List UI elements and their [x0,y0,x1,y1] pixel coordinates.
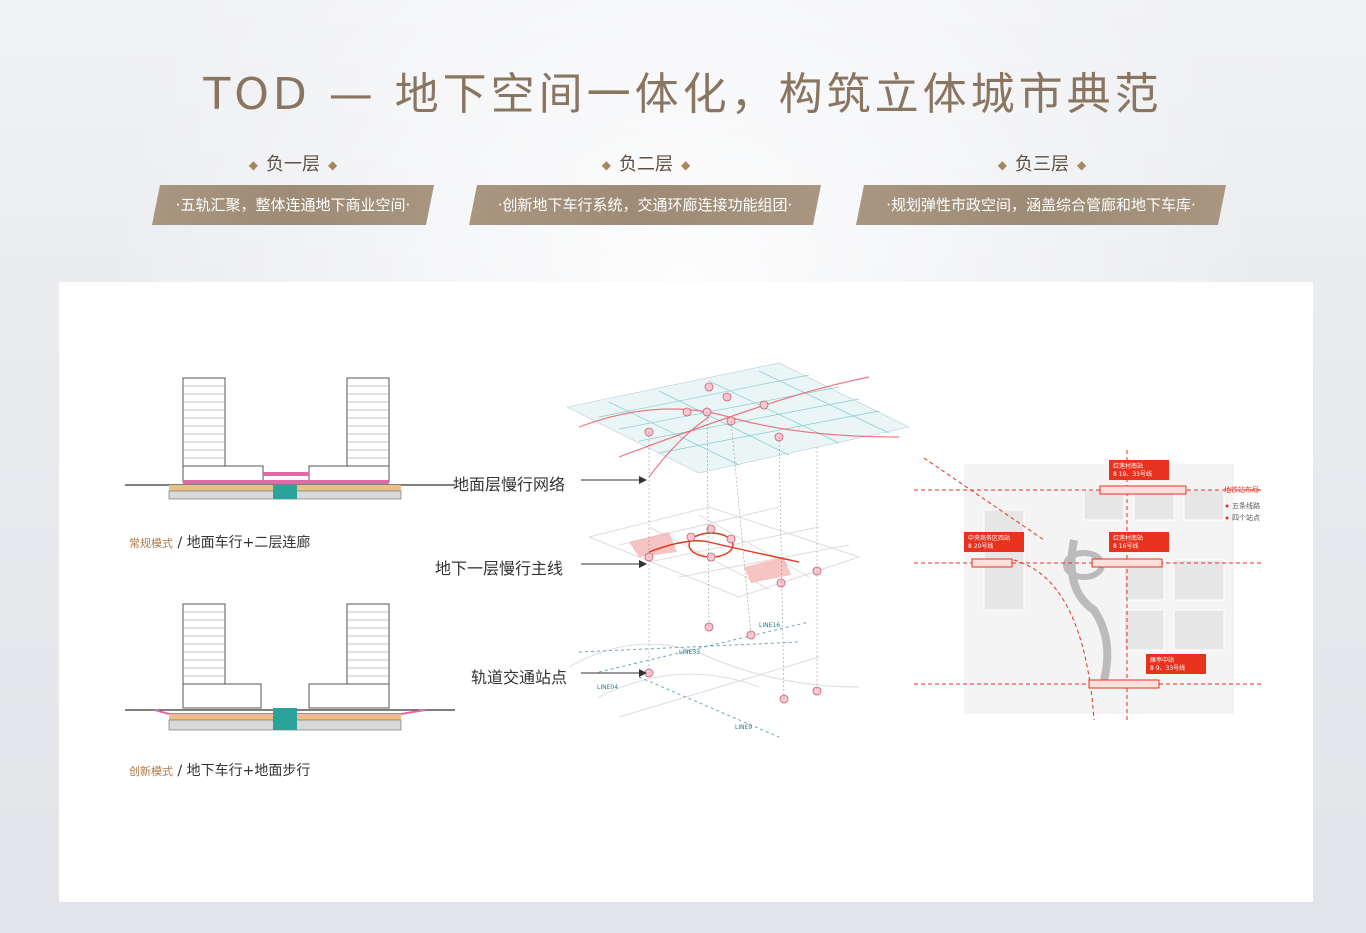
layer-banner-b1: ·五轨汇聚，整体连通地下商业空间· [152,185,434,225]
diamond-icon: ◆ [681,158,691,172]
second-floor-corridor [263,472,309,476]
layer-heading-b1: ◆负一层◆ [248,154,338,175]
section-diagram-normal [125,377,455,500]
arrow-right-icon [581,669,647,677]
line-tag: LINE9 [735,724,752,731]
map-legend-item: 五条线路 [1232,501,1260,510]
map-legend-title: 地铁站布局 [1224,485,1259,494]
station-name: 红莲村南站 [1113,534,1143,542]
layer-banner-b3: ·规划弹性市政空间，涵盖综合管廊和地下车库· [856,185,1226,225]
tower-left [182,377,264,483]
tower-left [182,603,262,709]
arrow-right-icon [581,476,647,484]
tower-right [308,377,390,483]
station-map: 红莲村南站 8 19、33号线 中央商务区西站 8 20号线 红莲村南站 8 1… [914,450,1264,720]
station-name: 红莲村南站 [1113,462,1143,470]
mode-label-normal: 常规模式 / 地面车行+二层连廊 [129,535,311,551]
station-lines: 8 9、33号线 [1150,664,1185,672]
layer-heading-b3: ◆负三层◆ [997,154,1087,175]
station-lines: 8 19、33号线 [1113,470,1152,478]
mode-label-innovative: 创新模式 / 地下车行+地面步行 [129,763,311,779]
diamond-icon: ◆ [1077,158,1087,172]
label-rail-stations: 轨道交通站点 [471,668,568,687]
diamond-icon: ◆ [248,158,258,172]
label-ground-network: 地面层慢行网络 [453,475,566,494]
section-diagram-innovative [125,603,455,731]
arrow-right-icon [581,560,647,568]
line-tag: LINE04 [597,684,618,691]
tower-right [308,603,390,709]
axonometric-diagram: LINE16 LINE33 LINE04 LINE9 [566,362,910,738]
station-lines: 8 16号线 [1113,542,1138,550]
label-b1-mainline: 地下一层慢行主线 [435,559,564,578]
station-name: 中央商务区西站 [968,534,1010,542]
diamond-icon: ◆ [601,158,611,172]
layer-banner-b2: ·创新地下车行系统，交通环廊连接功能组团· [469,185,821,225]
diagram-panel: 常规模式 / 地面车行+二层连廊 创新模式 / 地下车行+地面步行 [59,282,1313,902]
line-tag: LINE16 [759,622,780,629]
page-title: TOD — 地下空间一体化，构筑立体城市典范 [203,69,1163,120]
diamond-icon: ◆ [328,158,338,172]
station-lines: 8 20号线 [968,542,993,550]
station-name: 雁亭中站 [1150,656,1174,664]
line-tag: LINE33 [679,649,700,656]
layer-heading-b2: ◆负二层◆ [601,154,691,175]
diamond-icon: ◆ [997,158,1007,172]
map-legend-item: 四个站点 [1232,513,1260,522]
